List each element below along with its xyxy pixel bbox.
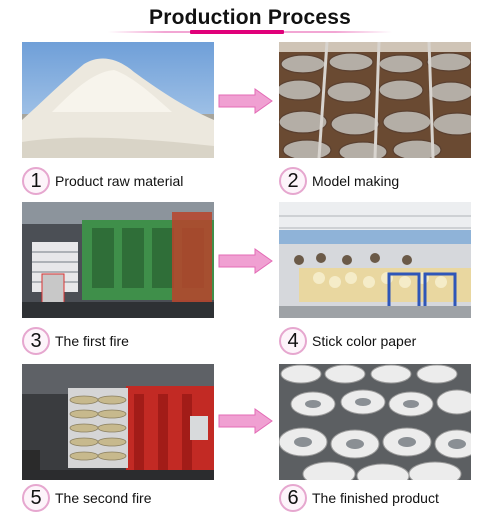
step-number-badge: 4: [279, 327, 307, 355]
step-label: The finished product: [312, 490, 439, 506]
step-1: 1 Product raw material: [22, 166, 183, 196]
model-making-photo: [279, 42, 471, 158]
first-fire-photo: [22, 202, 214, 318]
step-number-badge: 2: [279, 167, 307, 195]
step-label: Model making: [312, 173, 400, 189]
step-number-badge: 5: [22, 484, 50, 512]
step-2: 2 Model making: [279, 166, 399, 196]
step-number-badge: 1: [22, 167, 50, 195]
step-5: 5 The second fire: [22, 483, 152, 513]
raw-material-photo: [22, 42, 214, 158]
color-paper-photo: [279, 202, 471, 318]
page-title: Production Process: [149, 6, 351, 29]
finished-product-photo: [279, 364, 471, 480]
step-4: 4 Stick color paper: [279, 326, 416, 356]
title-underline-accent: [190, 30, 284, 34]
step-label: The second fire: [55, 490, 152, 506]
step-label: Product raw material: [55, 173, 184, 189]
step-label: The first fire: [55, 333, 129, 349]
step-number-badge: 3: [22, 327, 50, 355]
arrow-right-icon: [218, 88, 273, 114]
step-3: 3 The first fire: [22, 326, 129, 356]
second-fire-photo: [22, 364, 214, 480]
step-number-badge: 6: [279, 484, 307, 512]
arrow-right-icon: [218, 408, 273, 434]
step-label: Stick color paper: [312, 333, 417, 349]
arrow-right-icon: [218, 248, 273, 274]
step-6: 6 The finished product: [279, 483, 439, 513]
